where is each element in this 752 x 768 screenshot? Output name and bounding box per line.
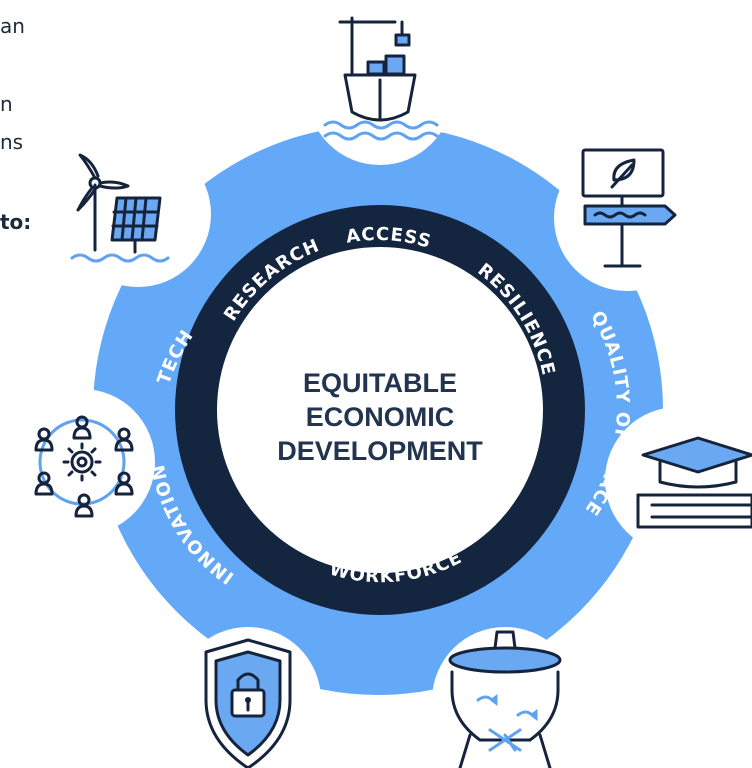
side-text-line-4: to: bbox=[0, 210, 32, 234]
satellite-security bbox=[175, 627, 321, 768]
satellite-community bbox=[9, 389, 155, 535]
person-icon bbox=[34, 427, 54, 452]
community-network-icon bbox=[34, 415, 134, 518]
education-icon bbox=[636, 436, 752, 529]
satellite-education bbox=[605, 407, 752, 553]
aquaculture-icon bbox=[448, 630, 562, 768]
side-text-line-2: n bbox=[0, 92, 13, 116]
sign-leaf-icon bbox=[581, 148, 677, 268]
cargo-ship-icon bbox=[323, 16, 439, 141]
renewable-energy-icon bbox=[70, 153, 170, 263]
satellite-aquaculture bbox=[432, 627, 578, 768]
side-text-line-3: ns bbox=[0, 130, 24, 154]
satellite-energy bbox=[65, 141, 211, 287]
center-line-3: DEVELOPMENT bbox=[277, 436, 483, 466]
security-lock-icon bbox=[204, 638, 292, 768]
person-icon bbox=[74, 493, 94, 518]
satellite-sign bbox=[554, 145, 700, 291]
center-line-1: EQUITABLE bbox=[303, 368, 457, 398]
center-line-2: ECONOMIC bbox=[306, 402, 455, 432]
satellite-ship bbox=[307, 16, 453, 165]
person-icon bbox=[114, 471, 134, 496]
person-icon bbox=[72, 415, 92, 440]
side-text-line-1: an bbox=[0, 14, 25, 38]
person-icon bbox=[34, 471, 54, 496]
person-icon bbox=[114, 427, 134, 452]
center-circle bbox=[217, 247, 543, 573]
